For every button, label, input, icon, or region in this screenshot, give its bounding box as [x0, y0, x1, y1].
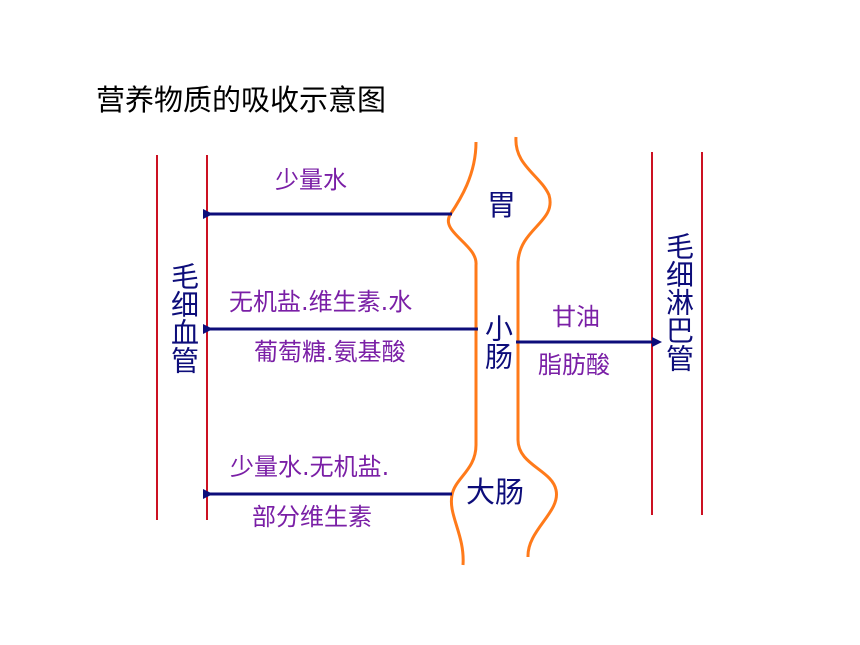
small-intestine-label: 小肠: [481, 314, 514, 370]
stomach-absorbed-label: 少量水: [275, 166, 347, 194]
small-intestine-blood-label-2: 葡萄糖.氨基酸: [254, 338, 406, 366]
stomach-label: 胃: [487, 188, 517, 222]
large-intestine-label: 大肠: [466, 475, 525, 509]
digestive-tract-right-wall: [514, 136, 558, 558]
small-intestine-lymph-label-2: 脂肪酸: [538, 351, 610, 379]
blood-capillary-label: 毛细血管: [167, 262, 200, 374]
lymph-capillary-label: 毛细淋巴管: [662, 232, 695, 372]
small-intestine-lymph-label-1: 甘油: [552, 303, 600, 331]
small-intestine-blood-label-1: 无机盐.维生素.水: [229, 288, 413, 316]
page-title: 营养物质的吸收示意图: [96, 83, 387, 117]
digestive-tract-left-wall: [446, 141, 478, 566]
large-intestine-blood-label-1: 少量水.无机盐.: [230, 453, 390, 481]
large-intestine-blood-label-2: 部分维生素: [252, 503, 372, 531]
